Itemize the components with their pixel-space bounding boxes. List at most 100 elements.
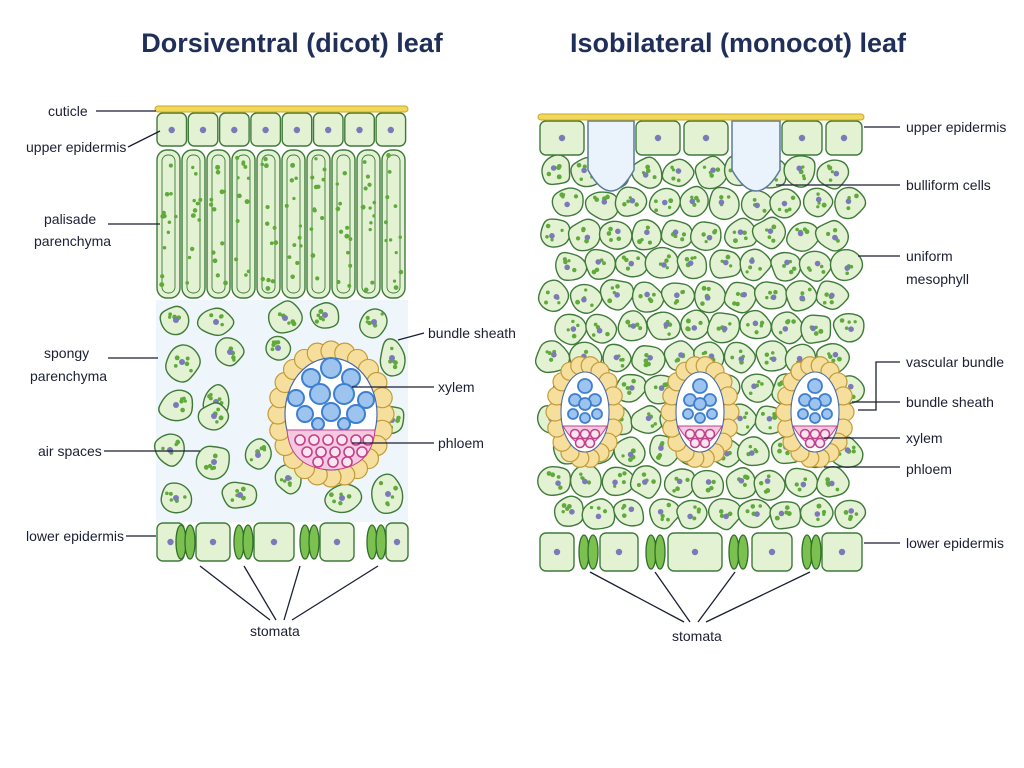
chloroplast: [183, 399, 187, 403]
chloroplast: [613, 484, 617, 488]
chloroplast: [185, 281, 190, 285]
xylem-vessel: [807, 378, 823, 394]
nucleus: [723, 513, 729, 520]
chloroplast: [821, 202, 827, 208]
nucleus: [832, 234, 838, 241]
chloroplast: [581, 226, 586, 232]
chloroplast: [758, 266, 762, 271]
chloroplast: [602, 509, 608, 514]
chloroplast: [651, 292, 656, 297]
chloroplast: [825, 477, 831, 482]
nucleus: [678, 352, 684, 358]
xylem-vessel: [682, 408, 694, 420]
chloroplast: [557, 163, 562, 169]
chloroplast: [621, 506, 625, 510]
xylem-vessel: [333, 383, 355, 405]
label-mono-bundle-sheath: bundle sheath: [906, 394, 994, 410]
nucleus: [799, 295, 805, 301]
palisade-cell: [181, 149, 206, 299]
nucleus: [262, 126, 269, 134]
chloroplast: [362, 160, 367, 164]
chloroplast: [368, 206, 372, 210]
chloroplast: [556, 174, 562, 180]
chloroplast: [816, 517, 820, 522]
palisade-cell-vacuole: [261, 154, 276, 294]
chloroplast: [365, 320, 369, 324]
chloroplast: [764, 352, 770, 357]
chloroplast: [579, 177, 583, 181]
chloroplast: [550, 238, 554, 242]
chloroplast: [657, 453, 663, 458]
chloroplast: [576, 323, 580, 328]
palisade-cell: [331, 149, 356, 299]
label-palisade-1: palisade: [44, 211, 96, 227]
mesophyll-cell: [537, 465, 572, 497]
chloroplast: [821, 269, 826, 274]
chloroplast: [265, 221, 270, 226]
chloroplast: [583, 349, 589, 355]
chloroplast: [627, 324, 632, 328]
monocot-leaf-section: [534, 113, 867, 572]
leader-dicot-bundle-sheath: [397, 332, 425, 341]
chloroplast: [652, 175, 657, 180]
chloroplast: [790, 195, 796, 201]
guard-cell: [737, 534, 749, 570]
chloroplast: [180, 397, 184, 401]
chloroplast: [828, 178, 833, 182]
nucleus: [564, 201, 570, 208]
nucleus: [333, 538, 341, 546]
chloroplast: [667, 205, 672, 210]
chloroplast: [365, 174, 370, 179]
nucleus: [564, 264, 570, 271]
nucleus: [595, 259, 602, 265]
chloroplast: [651, 479, 656, 484]
chloroplast: [190, 246, 195, 252]
chloroplast: [732, 230, 737, 235]
chloroplast: [729, 264, 733, 268]
chloroplast: [236, 176, 240, 180]
chloroplast: [246, 176, 251, 180]
nucleus: [722, 259, 729, 266]
phloem-cell: [704, 428, 716, 440]
chloroplast: [387, 169, 392, 174]
label-mono-lower-epidermis: lower epidermis: [906, 535, 1004, 551]
chloroplast: [571, 333, 577, 339]
chloroplast: [197, 218, 202, 222]
chloroplast: [788, 269, 794, 275]
nucleus: [741, 291, 748, 298]
chloroplast: [854, 512, 859, 516]
chloroplast: [705, 487, 711, 493]
chloroplast: [641, 472, 647, 477]
chloroplast: [263, 163, 269, 169]
chloroplast: [608, 226, 613, 232]
chloroplast: [295, 260, 300, 266]
mesophyll-cell: [741, 373, 775, 403]
chloroplast: [701, 285, 707, 291]
chloroplast: [685, 318, 691, 324]
phloem-cell: [809, 428, 821, 440]
chloroplast: [162, 245, 167, 250]
nucleus: [661, 199, 668, 206]
nucleus: [581, 296, 587, 303]
nucleus: [737, 229, 744, 235]
chloroplast: [801, 174, 806, 178]
chloroplast: [701, 232, 706, 237]
chloroplast: [650, 424, 655, 428]
chloroplast: [393, 485, 399, 491]
chloroplast: [209, 197, 214, 202]
nucleus: [231, 126, 238, 134]
chloroplast: [625, 266, 630, 271]
monocot-labels: upper epidermis bulliform cells uniform …: [589, 119, 1006, 644]
chloroplast: [318, 309, 324, 314]
mesophyll-cell: [553, 495, 584, 527]
chloroplast: [743, 415, 747, 419]
chloroplast: [385, 195, 390, 200]
chloroplast: [785, 319, 790, 325]
phloem-cell: [308, 434, 320, 446]
chloroplast: [742, 482, 747, 487]
chloroplast: [784, 505, 790, 510]
chloroplast: [627, 390, 632, 395]
chloroplast: [675, 486, 680, 492]
chloroplast: [681, 289, 686, 294]
nucleus: [211, 459, 217, 465]
